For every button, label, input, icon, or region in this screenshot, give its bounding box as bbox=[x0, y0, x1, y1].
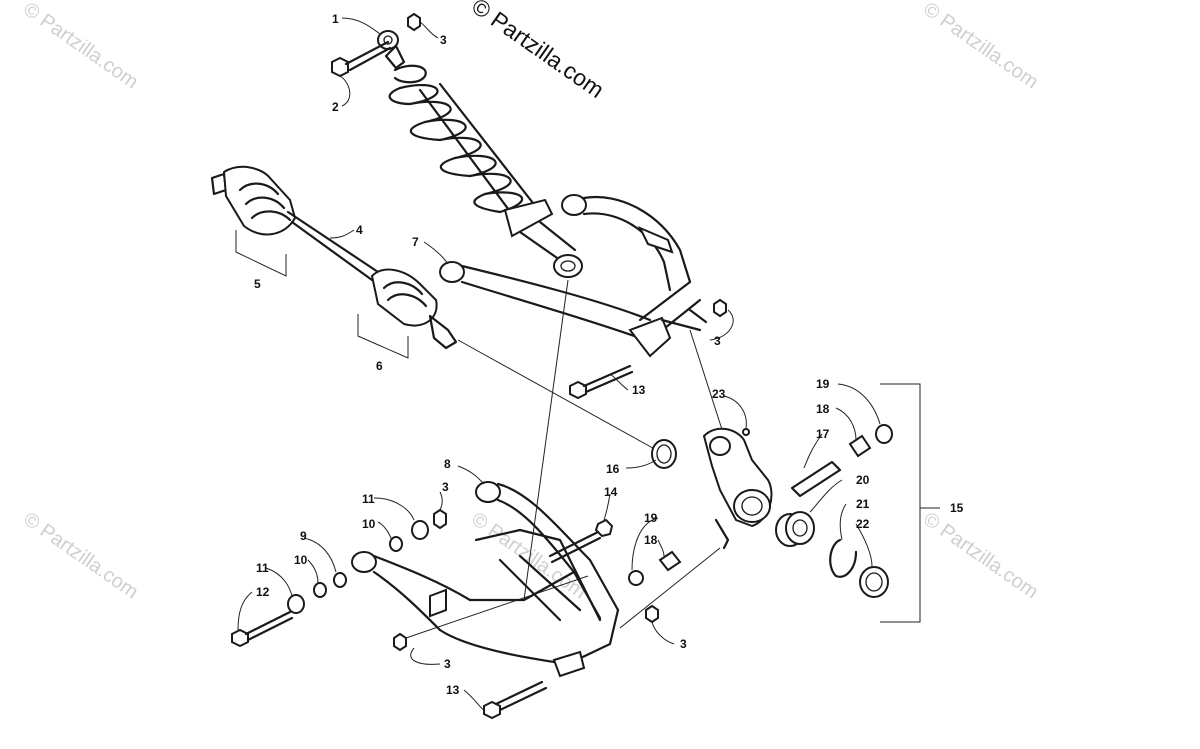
callout-3-upper: 3 bbox=[714, 334, 721, 348]
callout-7: 7 bbox=[412, 235, 419, 249]
seal-22 bbox=[859, 566, 889, 598]
bushing-17 bbox=[790, 460, 842, 498]
callout-10-lower: 10 bbox=[294, 553, 308, 567]
callout-10-upper: 10 bbox=[362, 517, 376, 531]
bolt-14 bbox=[548, 518, 614, 564]
watermark-top-left: © Partzilla.com bbox=[19, 0, 142, 93]
callout-15: 15 bbox=[950, 501, 964, 515]
callout-18-lower: 18 bbox=[644, 533, 658, 547]
callout-19-upper: 19 bbox=[816, 377, 830, 391]
nut-3-top bbox=[407, 12, 421, 32]
callout-5: 5 bbox=[254, 277, 261, 291]
bushing-18-lower bbox=[658, 550, 682, 572]
callout-2: 2 bbox=[332, 100, 339, 114]
watermark-bottom-left: © Partzilla.com bbox=[19, 508, 142, 603]
bolt-2 bbox=[331, 40, 392, 78]
callout-20: 20 bbox=[856, 473, 870, 487]
watermark-bottom-right: © Partzilla.com bbox=[919, 508, 1042, 603]
bushing-9 bbox=[333, 572, 347, 588]
callout-3-lower-left: 3 bbox=[444, 657, 451, 671]
callout-6: 6 bbox=[376, 359, 383, 373]
callout-11-lower: 11 bbox=[256, 561, 269, 575]
nut-3-lower-left bbox=[393, 632, 407, 652]
callout-12: 12 bbox=[256, 585, 270, 599]
washer-11-lower bbox=[287, 594, 305, 614]
callout-21: 21 bbox=[856, 497, 870, 511]
callout-13-upper: 13 bbox=[632, 383, 646, 397]
callout-3-lower-right: 3 bbox=[680, 637, 687, 651]
nut-3-upper bbox=[713, 298, 727, 318]
callout-11-upper: 11 bbox=[362, 492, 375, 506]
nut-3-lower-right bbox=[645, 604, 659, 624]
watermark-main: © Partzilla.com bbox=[467, 0, 609, 103]
bracket-6 bbox=[357, 314, 409, 359]
callout-16: 16 bbox=[606, 462, 620, 476]
bracket-5 bbox=[235, 230, 287, 277]
bushing-18 bbox=[848, 434, 872, 458]
callout-3-top: 3 bbox=[440, 33, 447, 47]
bolt-12 bbox=[231, 610, 294, 648]
callout-23: 23 bbox=[712, 387, 726, 401]
grease-fitting-23 bbox=[742, 428, 750, 436]
upper-a-arm bbox=[439, 194, 708, 358]
nut-3-mid bbox=[433, 508, 447, 530]
callout-17: 17 bbox=[816, 427, 830, 441]
steering-knuckle bbox=[702, 427, 773, 550]
washer-19-lower bbox=[628, 570, 644, 586]
seal-16 bbox=[651, 439, 677, 469]
snap-ring-21 bbox=[829, 538, 858, 578]
washer-11-upper bbox=[411, 520, 429, 540]
drive-axle bbox=[210, 165, 458, 350]
washer-19 bbox=[875, 424, 893, 444]
bracket-15 bbox=[880, 383, 921, 623]
callout-8: 8 bbox=[444, 457, 451, 471]
callout-19-lower: 19 bbox=[644, 511, 658, 525]
callout-1: 1 bbox=[332, 12, 339, 26]
bolt-13-lower bbox=[483, 680, 548, 720]
bearing-20 bbox=[775, 511, 815, 547]
watermark-top-right: © Partzilla.com bbox=[919, 0, 1042, 93]
spacer-10-upper bbox=[389, 536, 403, 552]
callout-18-upper: 18 bbox=[816, 402, 830, 416]
callout-14: 14 bbox=[604, 485, 618, 499]
spacer-10-lower bbox=[313, 582, 327, 598]
bolt-13-upper bbox=[569, 364, 634, 400]
lower-a-arm bbox=[351, 481, 620, 678]
callout-22: 22 bbox=[856, 517, 870, 531]
callout-9: 9 bbox=[300, 529, 307, 543]
callout-3-mid: 3 bbox=[442, 480, 449, 494]
callout-4: 4 bbox=[356, 223, 363, 237]
shock-absorber bbox=[377, 30, 583, 278]
callout-13-lower: 13 bbox=[446, 683, 460, 697]
